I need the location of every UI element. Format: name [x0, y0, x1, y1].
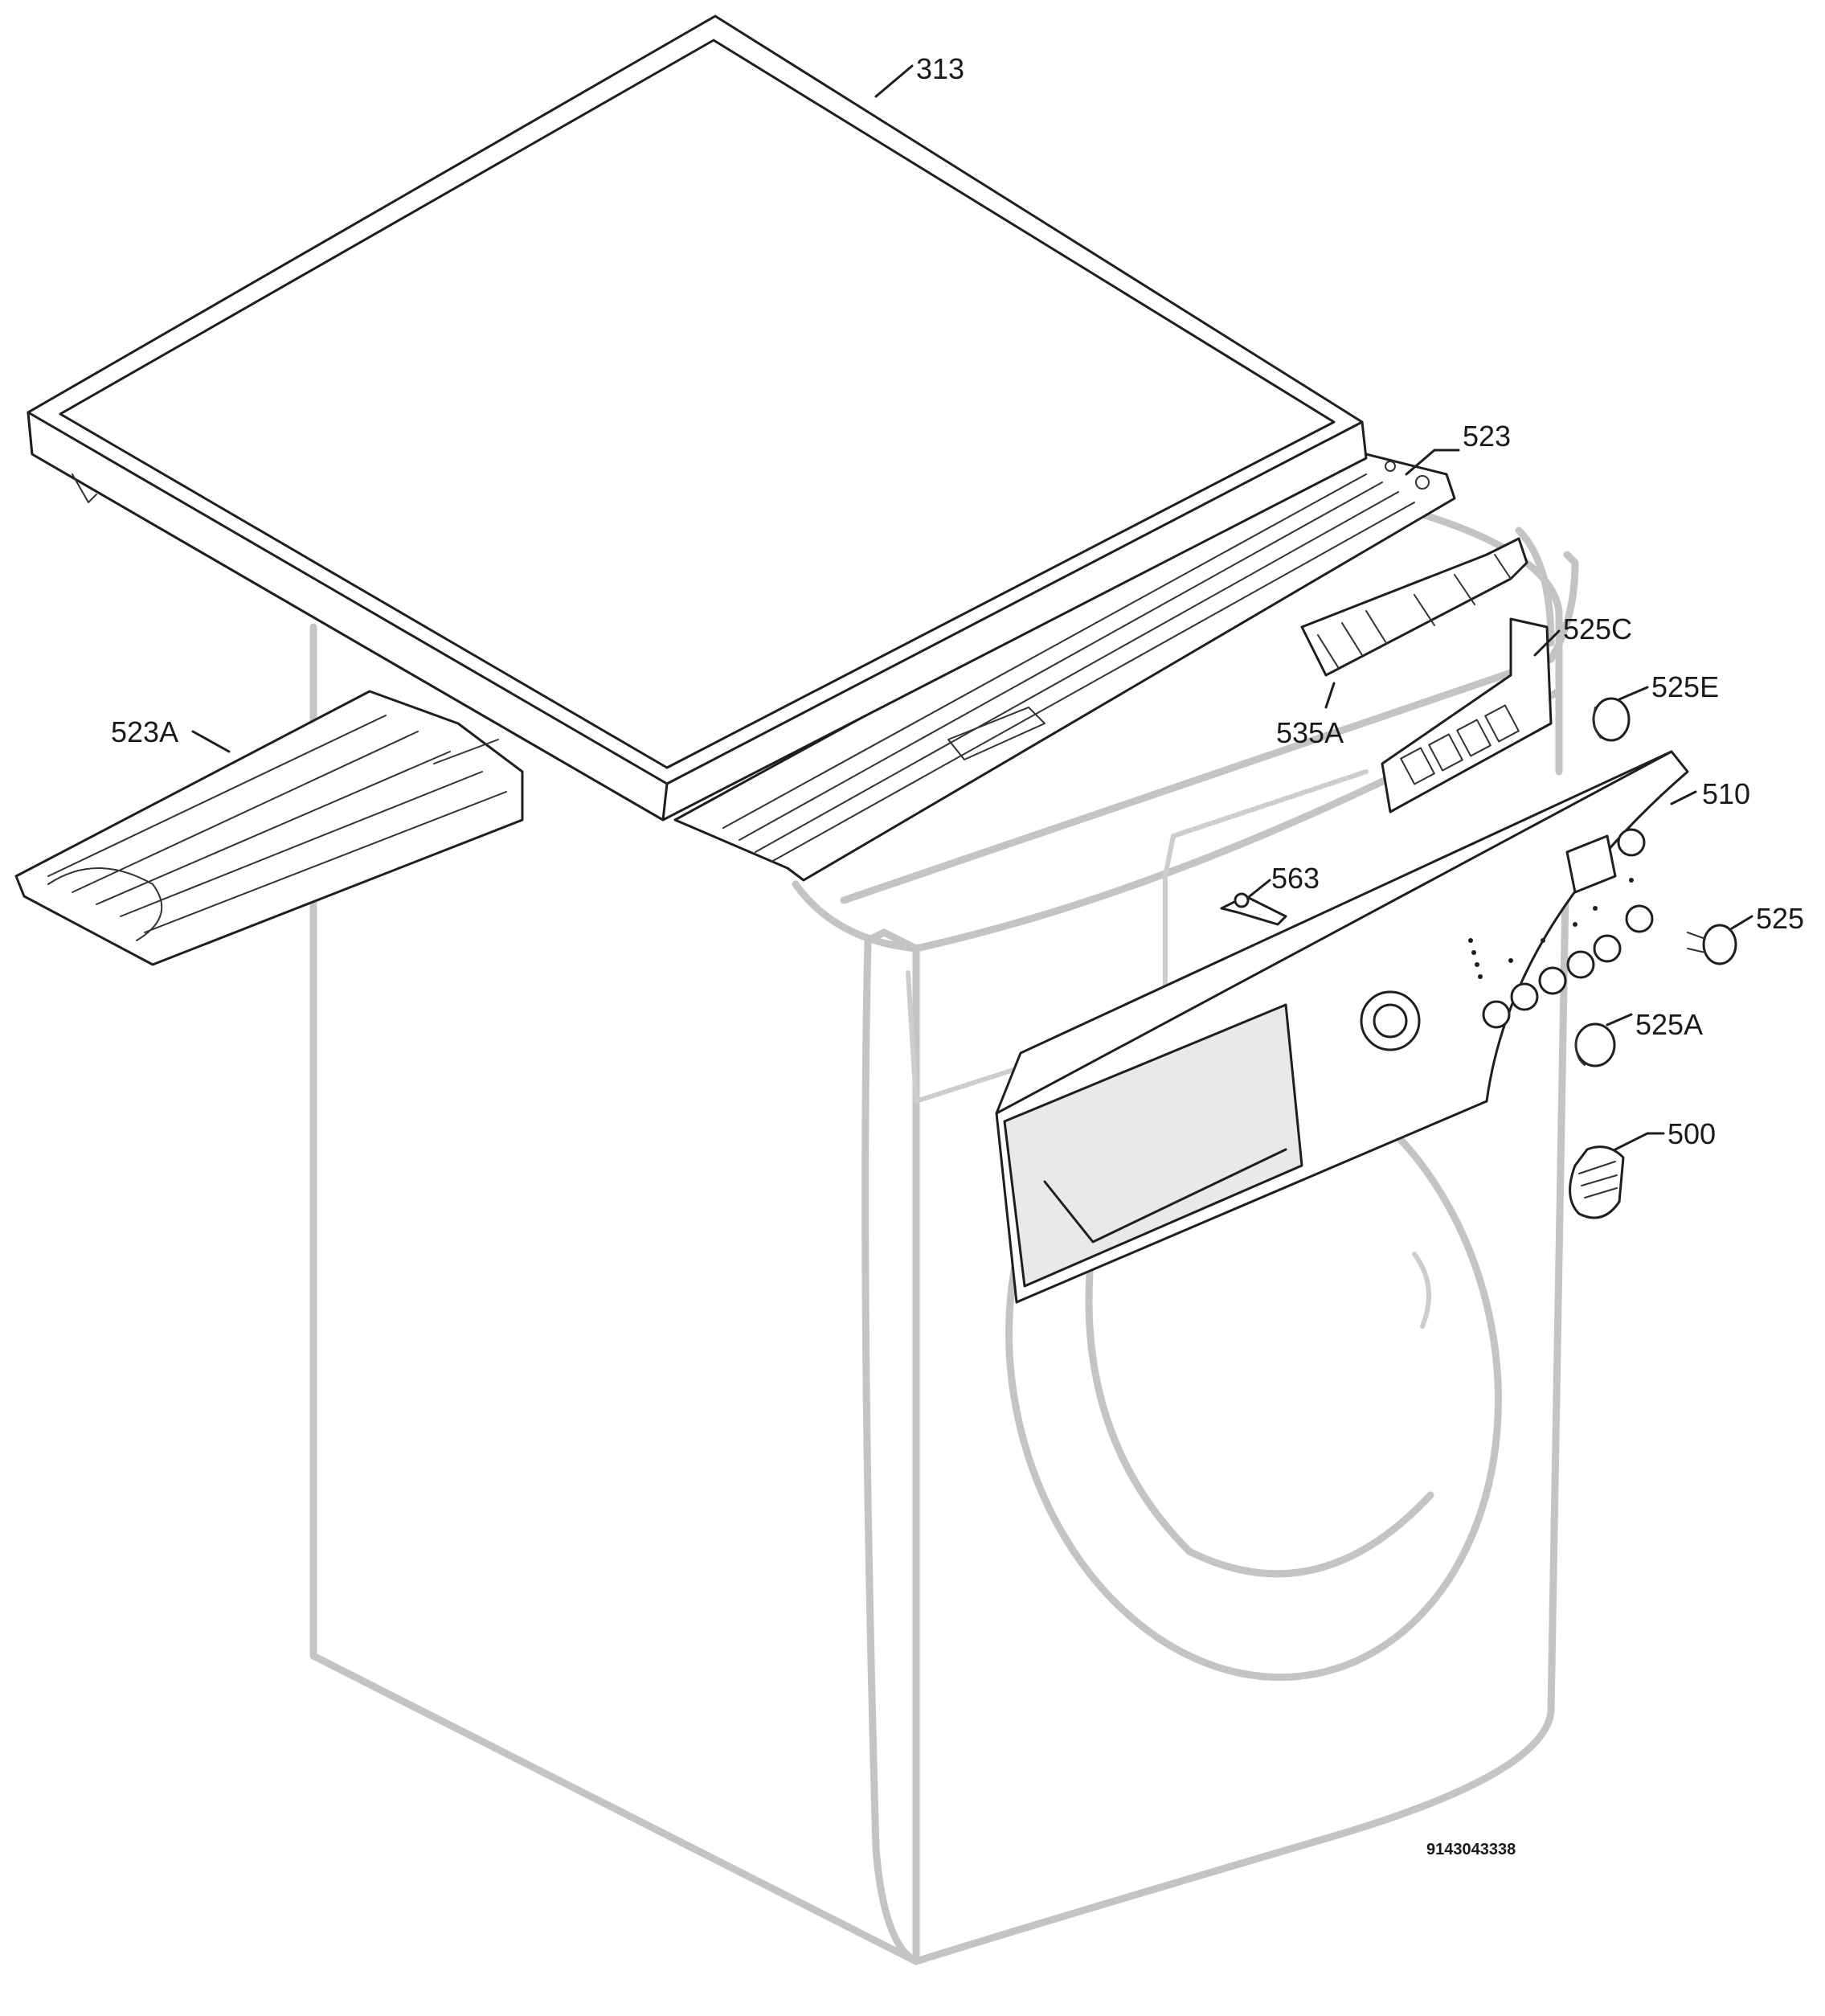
- part-535A-board: [1300, 537, 1528, 677]
- button-525A-side: [1575, 1036, 1586, 1066]
- knob-body: [1569, 1145, 1625, 1219]
- program-dial-hub: [1373, 1003, 1408, 1039]
- pin-body: [1220, 895, 1287, 926]
- fascia-top-edge: [995, 750, 1673, 1115]
- button-525-face: [1702, 924, 1737, 965]
- callout-500: 500: [1667, 1117, 1717, 1150]
- leader-525C: [1533, 629, 1561, 657]
- callout-535A: 535A: [1276, 716, 1344, 749]
- part-525A-button: [1574, 1022, 1616, 1067]
- worktop-inner-rim: [59, 39, 1336, 769]
- button-525A-face: [1574, 1022, 1616, 1067]
- button-525E-face: [1592, 697, 1631, 742]
- switch-slot: [1428, 733, 1463, 772]
- drawer-handle: [1043, 1148, 1287, 1244]
- part-313-worktop: [27, 14, 1368, 822]
- panel-button: [1593, 934, 1622, 963]
- board-525C-outline: [1381, 617, 1553, 813]
- panel-button: [1510, 982, 1539, 1011]
- rail-text-mark: [433, 739, 499, 764]
- callout-525A: 525A: [1635, 1008, 1704, 1041]
- leader-525: [1730, 915, 1753, 930]
- leader-510: [1670, 790, 1697, 805]
- switch-slot: [1456, 719, 1492, 757]
- cabinet-left-side: [309, 623, 920, 1965]
- part-525-button: [1687, 924, 1737, 965]
- switch-slot: [1400, 747, 1435, 785]
- leader-523A: [191, 730, 231, 753]
- leader-523: [1405, 449, 1460, 476]
- rail-end-cap: [47, 867, 163, 941]
- indicator-dots: [1468, 878, 1634, 979]
- worktop-front-edge: [27, 411, 669, 822]
- leader-563: [1248, 879, 1271, 898]
- worktop-outline: [27, 14, 1368, 822]
- part-563-pin: [1220, 892, 1287, 926]
- callout-563: 563: [1271, 862, 1320, 895]
- frame-ribs: [722, 473, 1415, 863]
- door-porthole-inner: [1085, 1234, 1434, 1578]
- panel-button: [1538, 966, 1567, 995]
- callout-523A: 523A: [111, 715, 179, 748]
- board-535A-pins: [1317, 554, 1512, 668]
- door-handle-ghost: [1412, 1252, 1431, 1329]
- button-525-stem: [1687, 932, 1706, 953]
- leader-313: [874, 64, 914, 98]
- cabinet-top-edge: [840, 551, 1579, 904]
- cabinet-ghost: [309, 510, 1579, 1965]
- part-525C-board: [1381, 617, 1553, 813]
- leader-535A: [1324, 682, 1336, 709]
- part-500-knob: [1569, 1145, 1625, 1219]
- pin-head: [1234, 892, 1250, 908]
- panel-button: [1482, 1000, 1511, 1029]
- callout-523: 523: [1463, 420, 1512, 453]
- frame-screw-hole: [1385, 461, 1396, 472]
- leader-525E: [1618, 686, 1649, 701]
- part-525E-button: [1592, 697, 1631, 742]
- board-535A-outline: [1300, 537, 1528, 677]
- display-window: [1565, 834, 1617, 894]
- worktop-right-edge: [665, 420, 1364, 785]
- callout-525: 525: [1756, 902, 1805, 935]
- worktop-hinge-tab: [72, 473, 97, 503]
- panel-button: [1566, 950, 1595, 979]
- cabinet-corner-inner: [1515, 527, 1555, 647]
- part-523A-rail: [14, 690, 524, 966]
- panel-button: [1617, 828, 1646, 857]
- cabinet-front: [861, 800, 1571, 1965]
- callout-510: 510: [1702, 777, 1751, 810]
- leader-500: [1614, 1132, 1665, 1151]
- rail-channels: [47, 715, 507, 933]
- callout-525C: 525C: [1563, 613, 1633, 645]
- document-number: 9143043338: [1426, 1841, 1516, 1858]
- panel-button: [1625, 904, 1654, 933]
- drawer-front: [1003, 1003, 1303, 1288]
- button-525E-side: [1593, 707, 1602, 739]
- frame-bracket: [947, 707, 1045, 760]
- switch-slot: [1484, 704, 1520, 743]
- part-510-fascia: [995, 750, 1689, 1304]
- knob-grip: [1578, 1161, 1618, 1199]
- rail-outline: [14, 690, 524, 966]
- frame-screw-hole: [1415, 475, 1430, 490]
- leader-lines: [191, 64, 1753, 1151]
- drawer-cavity-top: [1163, 769, 1369, 879]
- callout-313: 313: [916, 52, 965, 85]
- leader-525A: [1606, 1013, 1633, 1026]
- callout-525E: 525E: [1651, 670, 1720, 703]
